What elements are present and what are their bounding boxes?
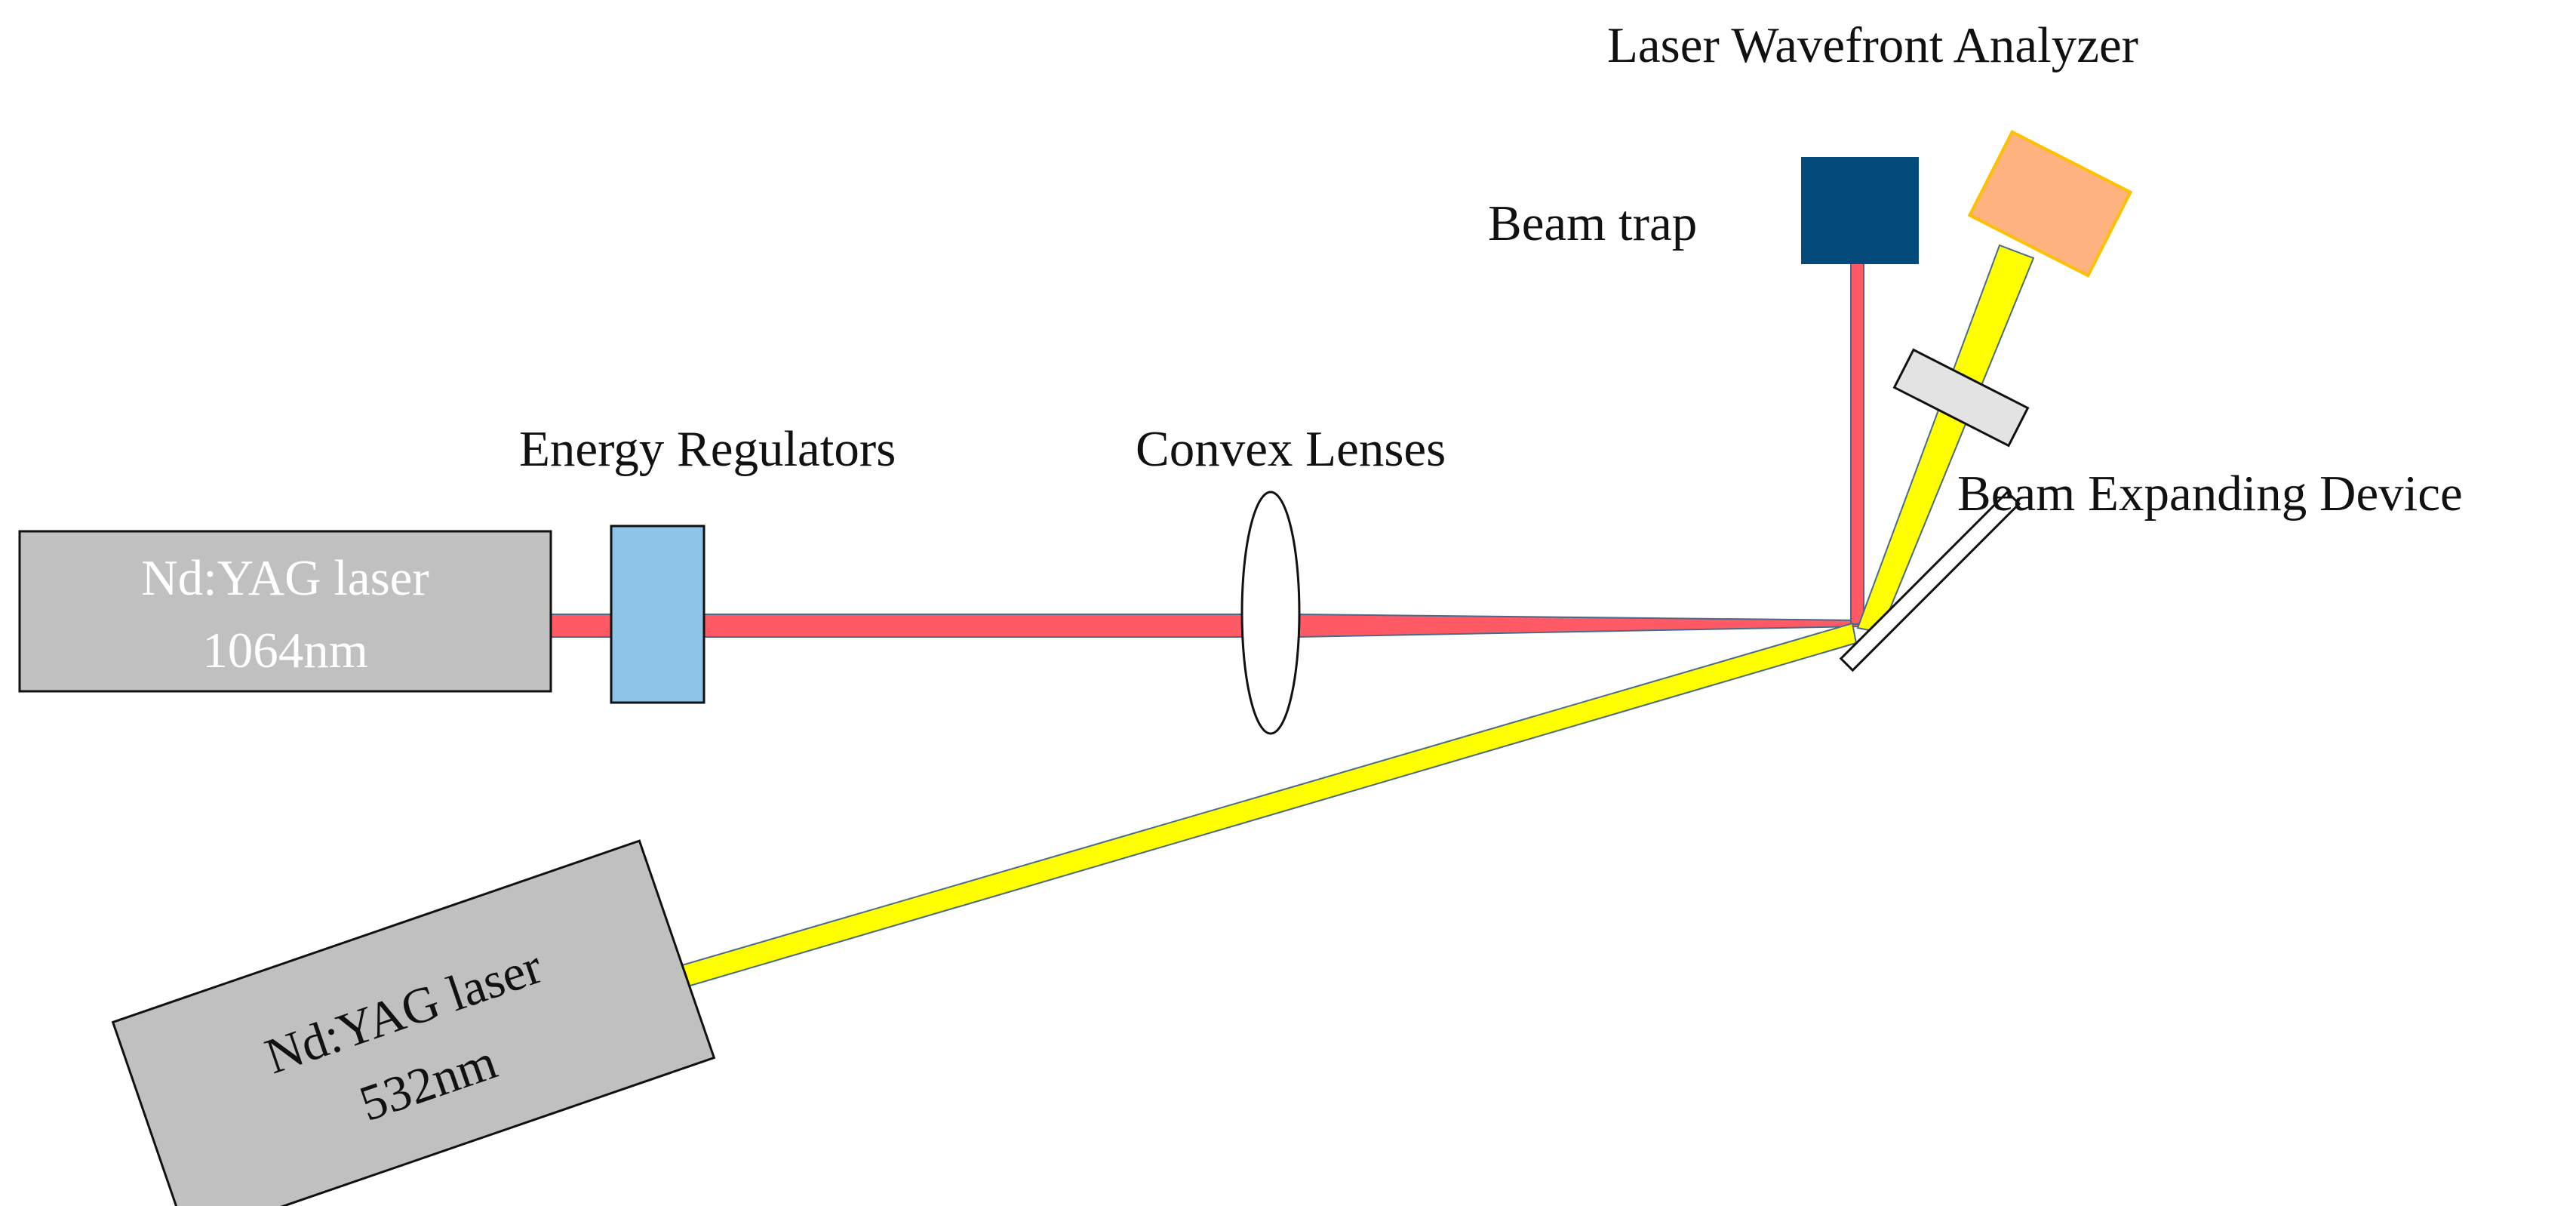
laser-1064-body	[18, 530, 552, 693]
laser-wavefront-analyzer	[1967, 130, 2133, 278]
convex-lenses-label: Convex Lenses	[1136, 421, 1446, 477]
convex-lens	[1240, 491, 1301, 735]
energy-regulator	[610, 525, 705, 704]
beam-1064-reflected-to-trap	[1850, 260, 1864, 625]
laser-1064-label-line2: 1064nm	[202, 623, 368, 678]
laser-532: Nd:YAG laser 532nm	[111, 839, 716, 1206]
energy-regulators-label: Energy Regulators	[519, 421, 896, 477]
beam-expanding-device	[1892, 348, 2030, 448]
laser-1064-label-line1: Nd:YAG laser	[141, 550, 429, 606]
mirror	[1839, 490, 2021, 672]
beam-trap	[1801, 157, 1919, 264]
beam-1064-segment-regulator-to-lens	[702, 614, 1243, 638]
laser-532-body	[111, 839, 716, 1206]
beam-expanding-device-label: Beam Expanding Device	[1957, 466, 2463, 521]
beam-1064-segment-laser-to-regulator	[550, 614, 613, 638]
laser-wavefront-analyzer-label: Laser Wavefront Analyzer	[1607, 17, 2138, 73]
beam-1064-focused-segment	[1297, 613, 1863, 638]
beam-trap-label: Beam trap	[1488, 195, 1697, 251]
